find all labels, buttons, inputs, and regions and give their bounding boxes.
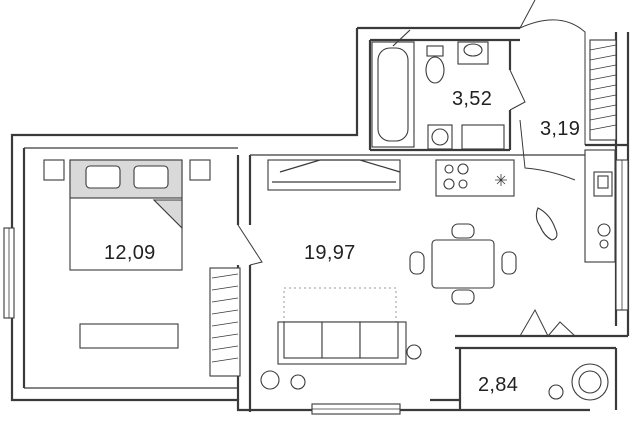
area-label-bedroom: 12,09 <box>104 242 156 264</box>
houseplant <box>260 344 422 390</box>
dishwasher <box>597 223 611 249</box>
dining-table <box>409 223 517 305</box>
area-label-hallway: 3,19 <box>540 118 581 140</box>
dog <box>535 207 558 241</box>
kitchen-sink <box>593 171 613 197</box>
area-label-bathroom: 3,52 <box>452 88 493 110</box>
window-bottom <box>311 403 401 415</box>
door-entrance <box>519 0 586 181</box>
armchair <box>548 363 609 401</box>
window-right-kitchen <box>615 159 629 311</box>
bathroom-cabinet <box>461 124 505 150</box>
kitchen-plant <box>495 174 507 186</box>
toilet <box>425 45 445 84</box>
nightstand-right <box>189 159 211 181</box>
bedroom-dresser <box>79 323 179 349</box>
interior-walls <box>24 40 628 410</box>
area-label-living-kitchen: 19,97 <box>304 242 356 264</box>
washing-machine <box>427 124 453 150</box>
area-label-balcony: 2,84 <box>478 374 519 396</box>
bed <box>69 159 183 271</box>
door-bedroom <box>237 224 263 266</box>
tv-console <box>267 159 401 191</box>
door-balcony <box>519 308 576 337</box>
bathtub <box>371 29 415 148</box>
door-bathroom <box>509 69 526 111</box>
radiator-bedroom <box>209 267 241 377</box>
bathroom-sink <box>457 41 489 65</box>
stove <box>443 163 469 190</box>
sofa <box>277 321 407 365</box>
nightstand-left <box>43 159 65 181</box>
window-left <box>3 227 15 319</box>
window-right-hallway <box>589 39 617 141</box>
